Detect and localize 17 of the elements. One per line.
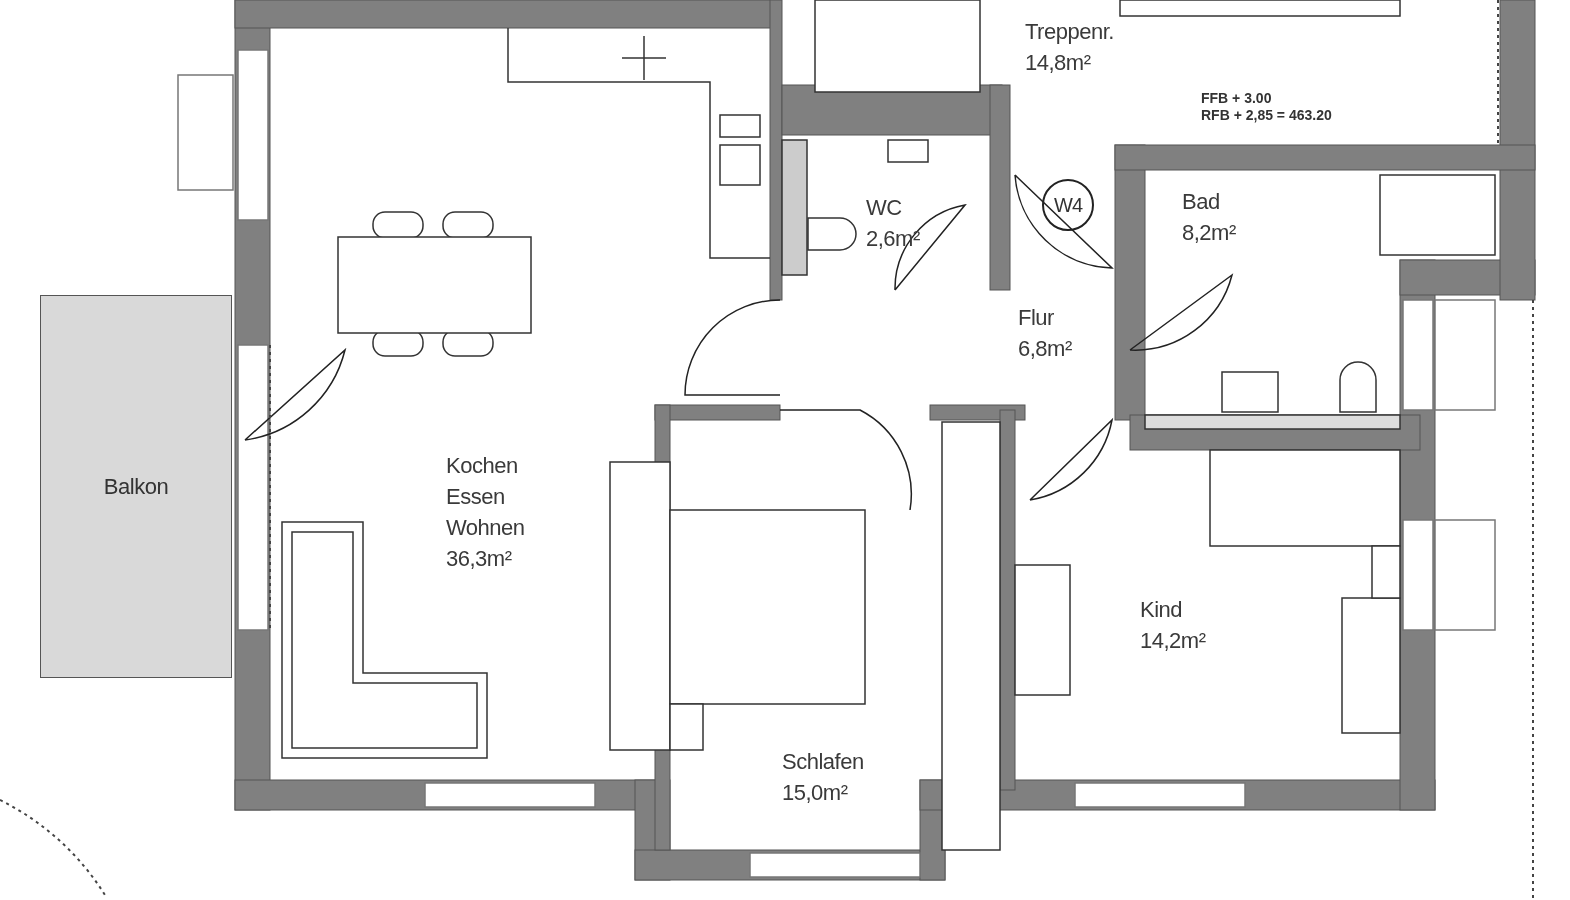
room-name: Kochen Essen Wohnen bbox=[446, 452, 526, 542]
room-area-size: 36,3m² bbox=[446, 545, 513, 573]
room-name: Kind bbox=[1140, 596, 1184, 624]
room-area-size: 6,8m² bbox=[1018, 335, 1072, 363]
level-note: FFB + 3.00 bbox=[1201, 90, 1272, 106]
room-area-size: 14,8m² bbox=[1025, 49, 1092, 77]
room-area-size: 14,2m² bbox=[1140, 627, 1206, 655]
room-name: Bad bbox=[1182, 188, 1221, 216]
room-name: Treppenr. bbox=[1025, 18, 1114, 46]
level-note: RFB + 2,85 = 463.20 bbox=[1201, 107, 1332, 123]
room-area-size: 15,0m² bbox=[782, 779, 849, 807]
door-marker-circle: W4 bbox=[1042, 179, 1094, 231]
room-area-size: 8,2m² bbox=[1182, 219, 1236, 247]
room-name: WC bbox=[866, 194, 903, 222]
room-name: Schlafen bbox=[782, 748, 864, 776]
balcony-slab: Balkon bbox=[40, 295, 232, 678]
room-name: Flur bbox=[1018, 304, 1055, 332]
